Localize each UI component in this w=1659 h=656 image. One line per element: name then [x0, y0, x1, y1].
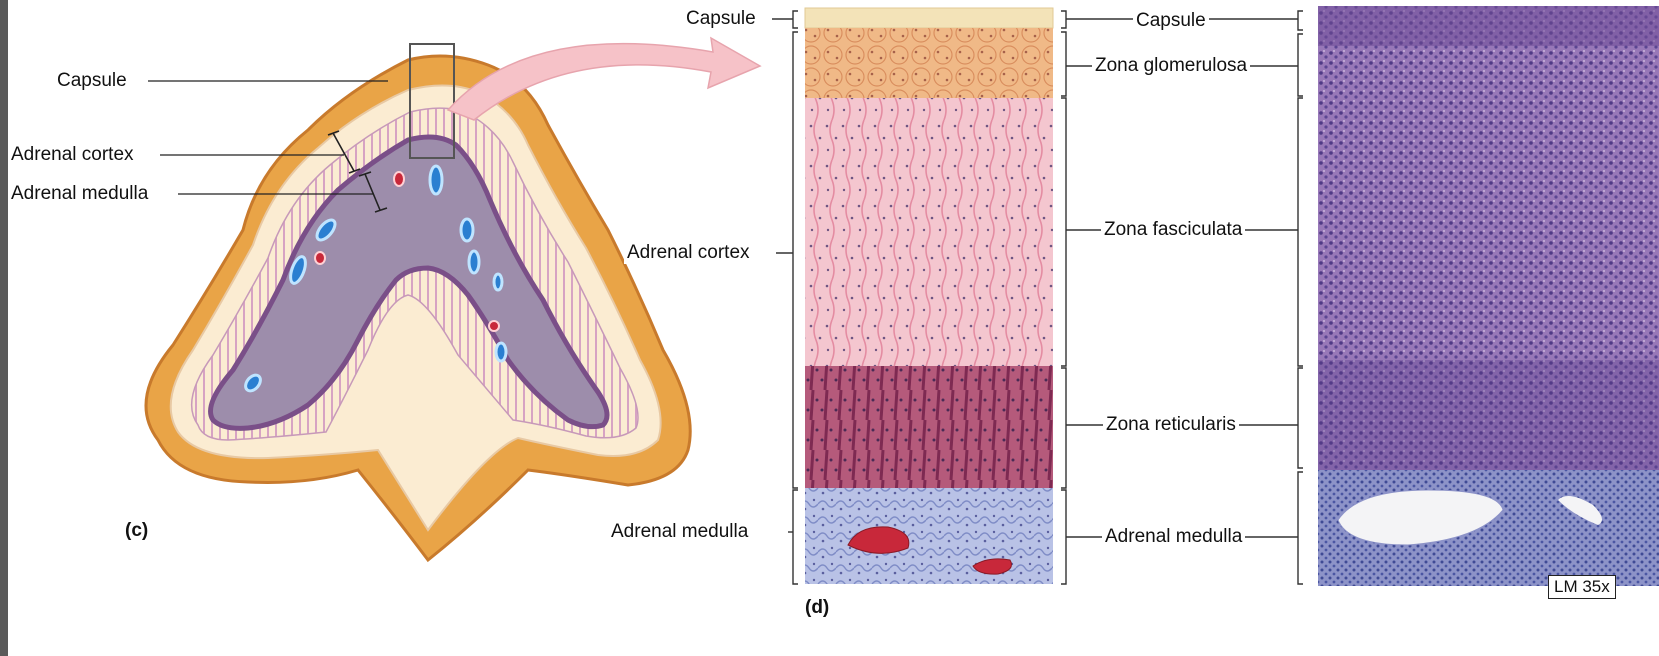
micrograph: [1318, 6, 1659, 586]
illustration-canvas: [8, 0, 1659, 656]
adrenal-medulla-label-c: Adrenal medulla: [8, 183, 151, 205]
zona-reticularis-label: Zona reticularis: [1103, 414, 1239, 436]
panel-label-c: (c): [125, 520, 148, 542]
adrenal-medulla-label-d-left: Adrenal medulla: [608, 521, 751, 543]
layer-capsule: [805, 8, 1053, 28]
vessel-blue: [461, 219, 473, 241]
vessel-red: [315, 252, 325, 264]
histology-column: [805, 8, 1053, 584]
vessel-red: [489, 321, 499, 331]
magnification-badge: LM 35x: [1548, 575, 1616, 599]
capsule-label-c: Capsule: [54, 70, 130, 92]
figure-stage: Capsule Adrenal cortex Adrenal medulla (…: [8, 0, 1659, 656]
vessel-blue: [469, 251, 479, 273]
adrenal-medulla-zone-label: Adrenal medulla: [1102, 526, 1245, 548]
adrenal-cortex-label-c: Adrenal cortex: [8, 144, 137, 166]
capsule-label-d-left: Capsule: [683, 8, 759, 30]
adrenal-cortex-label-d: Adrenal cortex: [624, 242, 753, 264]
panel-label-d: (d): [805, 597, 829, 619]
vessel-red: [394, 172, 404, 186]
zona-fasciculata-label: Zona fasciculata: [1101, 219, 1245, 241]
vessel-blue: [430, 166, 442, 194]
vessel-blue: [494, 274, 502, 290]
zona-glomerulosa-label: Zona glomerulosa: [1092, 55, 1250, 77]
vessel-blue: [496, 343, 506, 361]
adrenal-gland-illustration: [146, 44, 690, 560]
capsule-zone-label: Capsule: [1133, 10, 1209, 32]
